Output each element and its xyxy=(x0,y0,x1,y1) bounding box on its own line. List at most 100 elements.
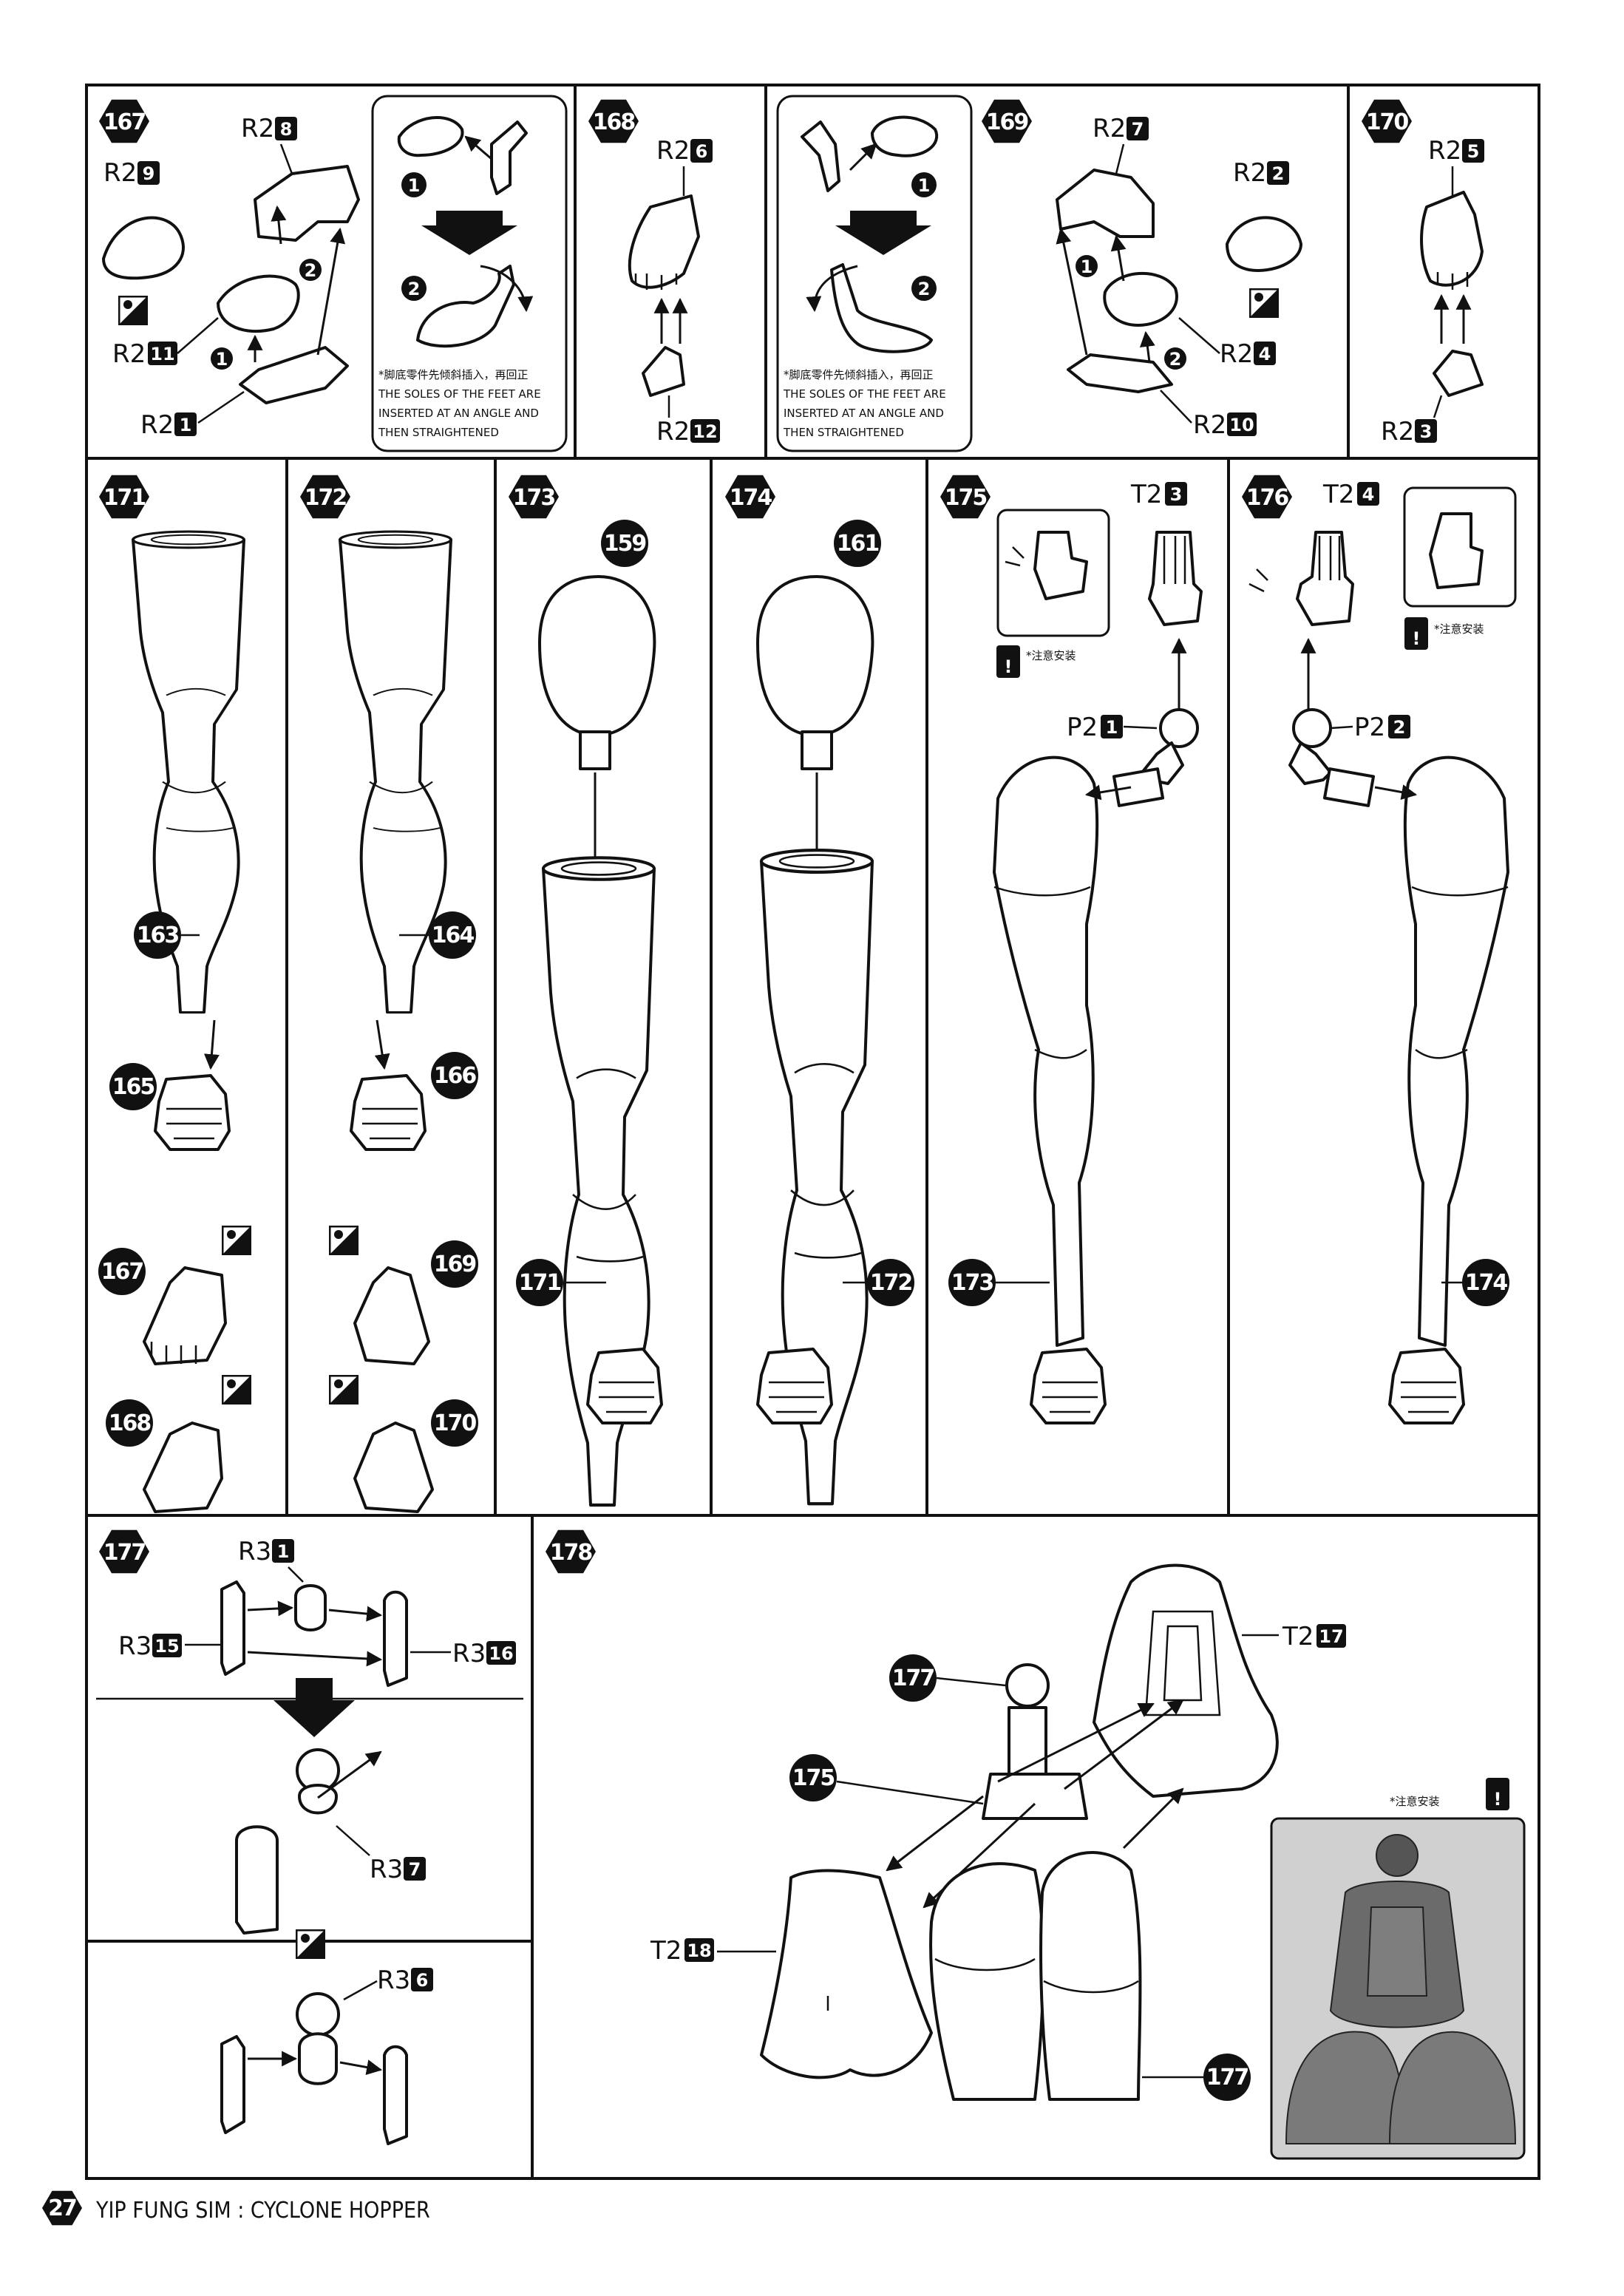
svg-text:174: 174 xyxy=(1465,1270,1508,1296)
svg-text:INSERTED AT AN ANGLE AND: INSERTED AT AN ANGLE AND xyxy=(378,407,539,420)
step-174: 174 161 172 xyxy=(725,475,914,1504)
step-number: 168 xyxy=(593,109,636,135)
part-label: R2 7 xyxy=(1093,114,1149,143)
step-number: 167 xyxy=(103,109,146,135)
step-number: 171 xyxy=(103,485,146,511)
part-label: R2 4 xyxy=(1220,339,1276,369)
part-label: T2 3 xyxy=(1130,480,1187,509)
svg-text:166: 166 xyxy=(434,1063,477,1089)
svg-text:T2: T2 xyxy=(1322,480,1354,509)
svg-text:*注意安装: *注意安装 xyxy=(1026,649,1076,662)
svg-text:3: 3 xyxy=(1170,484,1183,505)
svg-text:R2: R2 xyxy=(112,339,146,369)
svg-text:1: 1 xyxy=(277,1541,290,1562)
svg-text:*脚底零件先倾斜插入，再回正: *脚底零件先倾斜插入，再回正 xyxy=(784,368,934,381)
step-number: 173 xyxy=(513,485,555,511)
mirror-icon xyxy=(329,1226,359,1255)
svg-text:164: 164 xyxy=(432,923,475,948)
svg-text:T2: T2 xyxy=(1130,480,1162,509)
part-label: P2 1 xyxy=(1067,713,1123,742)
part-label: R2 3 xyxy=(1381,417,1437,446)
part-label: T2 18 xyxy=(650,1936,714,1966)
part-label: R2 12 xyxy=(656,417,720,446)
step-number: 170 xyxy=(1366,109,1409,135)
part-label: R3 6 xyxy=(377,1966,433,1995)
mirror-icon xyxy=(118,296,148,325)
svg-text:R3: R3 xyxy=(118,1631,152,1661)
part-label: R3 16 xyxy=(452,1639,516,1668)
svg-text:5: 5 xyxy=(1467,141,1480,162)
svg-text:175: 175 xyxy=(792,1765,835,1791)
svg-text:2: 2 xyxy=(918,279,931,299)
svg-text:THEN STRAIGHTENED: THEN STRAIGHTENED xyxy=(378,426,499,439)
svg-text:2: 2 xyxy=(1393,717,1406,738)
part-label: R3 1 xyxy=(238,1537,294,1566)
page-number: 27 xyxy=(48,2195,76,2221)
svg-text:163: 163 xyxy=(137,923,179,948)
svg-text:17: 17 xyxy=(1319,1626,1343,1647)
svg-text:177: 177 xyxy=(1206,2065,1248,2090)
svg-text:!: ! xyxy=(1005,656,1013,677)
step-178: 178 T2 17 177 175 T2 18 xyxy=(546,1529,1526,2160)
svg-text:R2: R2 xyxy=(1233,158,1266,188)
svg-text:11: 11 xyxy=(150,344,174,364)
svg-text:7: 7 xyxy=(1132,119,1144,140)
svg-text:2: 2 xyxy=(1169,349,1182,370)
svg-text:1: 1 xyxy=(180,415,192,435)
svg-text:161: 161 xyxy=(837,531,879,557)
svg-text:*脚底零件先倾斜插入，再回正: *脚底零件先倾斜插入，再回正 xyxy=(378,368,529,381)
svg-text:R3: R3 xyxy=(377,1966,410,1995)
svg-text:R2: R2 xyxy=(1381,417,1414,446)
part-label: R2 1 xyxy=(140,410,197,440)
svg-text:THEN STRAIGHTENED: THEN STRAIGHTENED xyxy=(783,426,904,439)
svg-text:T2: T2 xyxy=(650,1936,682,1966)
part-label: R3 15 xyxy=(118,1631,182,1661)
svg-text:170: 170 xyxy=(434,1410,477,1436)
svg-text:173: 173 xyxy=(951,1270,993,1296)
step-number: 176 xyxy=(1246,485,1289,511)
svg-text:!: ! xyxy=(1413,628,1421,649)
svg-text:P2: P2 xyxy=(1354,713,1385,742)
svg-text:172: 172 xyxy=(870,1270,912,1296)
svg-text:4: 4 xyxy=(1259,344,1271,364)
svg-text:169: 169 xyxy=(434,1251,476,1277)
svg-text:12: 12 xyxy=(693,421,717,442)
svg-text:171: 171 xyxy=(519,1270,561,1296)
step-169: 169 1 2 R2 7 R2 2 R2 4 R2 10 xyxy=(982,99,1302,440)
svg-text:1: 1 xyxy=(918,175,931,196)
mirror-icon xyxy=(222,1226,251,1255)
svg-text:*注意安装: *注意安装 xyxy=(1434,622,1484,636)
svg-text:6: 6 xyxy=(416,1970,429,1991)
svg-text:168: 168 xyxy=(109,1410,152,1436)
svg-text:R2: R2 xyxy=(1193,410,1226,440)
svg-text:1: 1 xyxy=(216,349,228,370)
svg-text:THE SOLES OF THE FEET ARE: THE SOLES OF THE FEET ARE xyxy=(783,387,946,401)
svg-text:165: 165 xyxy=(112,1074,154,1100)
svg-text:T2: T2 xyxy=(1282,1622,1314,1651)
step-number: 174 xyxy=(730,485,772,511)
svg-text:P2: P2 xyxy=(1067,713,1098,742)
step-172: 172 164 166 169 170 xyxy=(300,475,478,1513)
footer-title: YIP FUNG SIM : CYCLONE HOPPER xyxy=(95,2198,430,2224)
part-label: R2 5 xyxy=(1428,136,1484,166)
svg-text:7: 7 xyxy=(409,1859,421,1880)
note-box-1: 1 2 *脚底零件先倾斜插入，再回正 THE SOLES OF THE FEET… xyxy=(371,95,568,452)
svg-text:2: 2 xyxy=(408,279,421,299)
step-number: 178 xyxy=(550,1540,593,1566)
svg-text:*注意安装: *注意安装 xyxy=(1390,1795,1440,1808)
svg-text:167: 167 xyxy=(101,1259,143,1285)
step-170: 170 R2 5 R2 3 xyxy=(1362,99,1484,446)
svg-text:1: 1 xyxy=(1106,717,1118,738)
part-label: R2 2 xyxy=(1233,158,1289,188)
part-label: T2 17 xyxy=(1282,1622,1346,1651)
part-label: R2 9 xyxy=(103,158,160,188)
svg-text:R2: R2 xyxy=(1093,114,1126,143)
mirror-icon xyxy=(1249,288,1279,318)
svg-text:R2: R2 xyxy=(1428,136,1461,166)
step-175: 175 ! *注意安装 T2 3 P2 1 173 xyxy=(940,475,1203,1424)
mirror-icon xyxy=(222,1375,251,1405)
svg-text:R2: R2 xyxy=(241,114,274,143)
svg-text:THE SOLES OF THE FEET ARE: THE SOLES OF THE FEET ARE xyxy=(378,387,541,401)
svg-text:9: 9 xyxy=(143,163,155,184)
svg-text:1: 1 xyxy=(408,175,421,196)
